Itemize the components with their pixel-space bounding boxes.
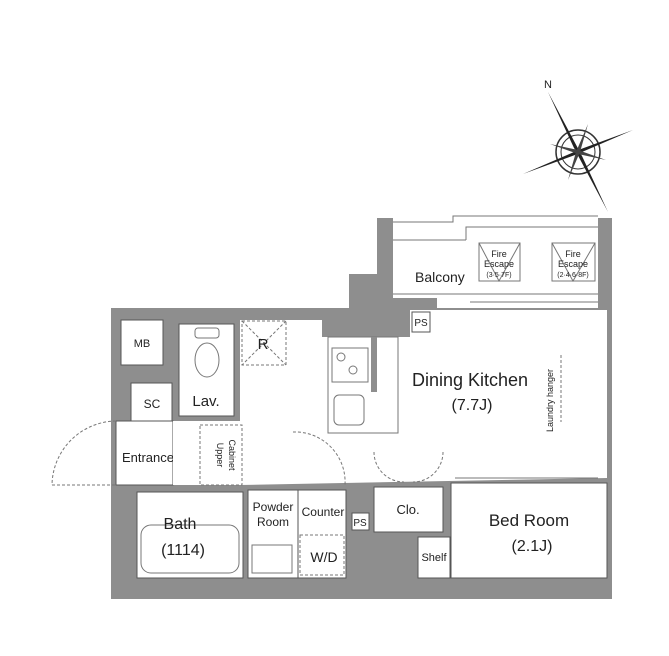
dining-kitchen-label: Dining Kitchen: [412, 370, 528, 390]
svg-text:Escape: Escape: [484, 259, 514, 269]
svg-text:Escape: Escape: [558, 259, 588, 269]
dining-kitchen-size: (7.7J): [452, 397, 493, 414]
closet-doors[interactable]: [373, 451, 444, 483]
meter-box: [120, 319, 164, 366]
compass-icon: N: [523, 79, 633, 212]
right-wall: [598, 218, 612, 318]
upper-cabinet: [199, 424, 243, 486]
svg-text:Upper: Upper: [215, 443, 225, 468]
entrance-door[interactable]: [51, 420, 117, 486]
powder-room: [247, 489, 299, 579]
svg-text:SC: SC: [144, 397, 161, 411]
closet: [373, 486, 444, 533]
svg-text:Fire: Fire: [565, 249, 581, 259]
center-wall: [322, 218, 437, 337]
svg-text:Bed Room: Bed Room: [489, 511, 569, 530]
laundry-hanger-label: Laundry hanger: [545, 369, 555, 432]
svg-text:Room: Room: [257, 515, 289, 529]
bath: [136, 491, 244, 579]
svg-text:R: R: [258, 336, 269, 353]
svg-text:Clo.: Clo.: [396, 502, 419, 517]
lavatory: [178, 323, 235, 417]
kitchen-counter: [327, 336, 399, 434]
svg-text:(3·5·7F): (3·5·7F): [486, 272, 511, 279]
ps-bottom: [351, 512, 370, 531]
svg-text:Counter: Counter: [302, 505, 345, 519]
svg-text:PS: PS: [353, 518, 367, 529]
svg-text:MB: MB: [134, 338, 151, 350]
counter-area: [297, 489, 347, 579]
fire-escape-hatch-2: Fire Escape (2·4·6·8F): [551, 242, 596, 283]
balcony: Balcony Fire Escape (3·5·7F) Fire Escape…: [393, 215, 598, 303]
svg-text:(2.1J): (2.1J): [512, 538, 553, 555]
svg-text:Powder: Powder: [253, 500, 294, 514]
svg-text:Shelf: Shelf: [421, 552, 447, 564]
svg-text:(1114): (1114): [161, 542, 205, 559]
balcony-label: Balcony: [415, 269, 465, 285]
north-label: N: [544, 79, 552, 91]
bathtub-icon: [140, 524, 240, 574]
svg-text:Fire: Fire: [491, 249, 507, 259]
refrigerator-space: [241, 320, 287, 366]
svg-text:Cabinet: Cabinet: [227, 439, 237, 471]
entrance: [115, 420, 174, 486]
svg-text:(2·4·6·8F): (2·4·6·8F): [557, 272, 589, 279]
bed-room: [450, 482, 608, 579]
svg-text:W/D: W/D: [310, 549, 337, 565]
svg-text:Entrance: Entrance: [122, 450, 174, 465]
shelf: [417, 536, 451, 579]
svg-text:Bath: Bath: [164, 516, 197, 533]
washer-dryer: [299, 534, 345, 576]
ps-top: [411, 311, 431, 333]
svg-text:PS: PS: [414, 318, 428, 329]
sink-icon: [251, 544, 293, 574]
fire-escape-hatch-1: Fire Escape (3·5·7F): [478, 242, 521, 283]
toilet-icon: [194, 342, 220, 378]
hall-door[interactable]: [292, 431, 346, 486]
svg-text:Lav.: Lav.: [192, 393, 219, 410]
